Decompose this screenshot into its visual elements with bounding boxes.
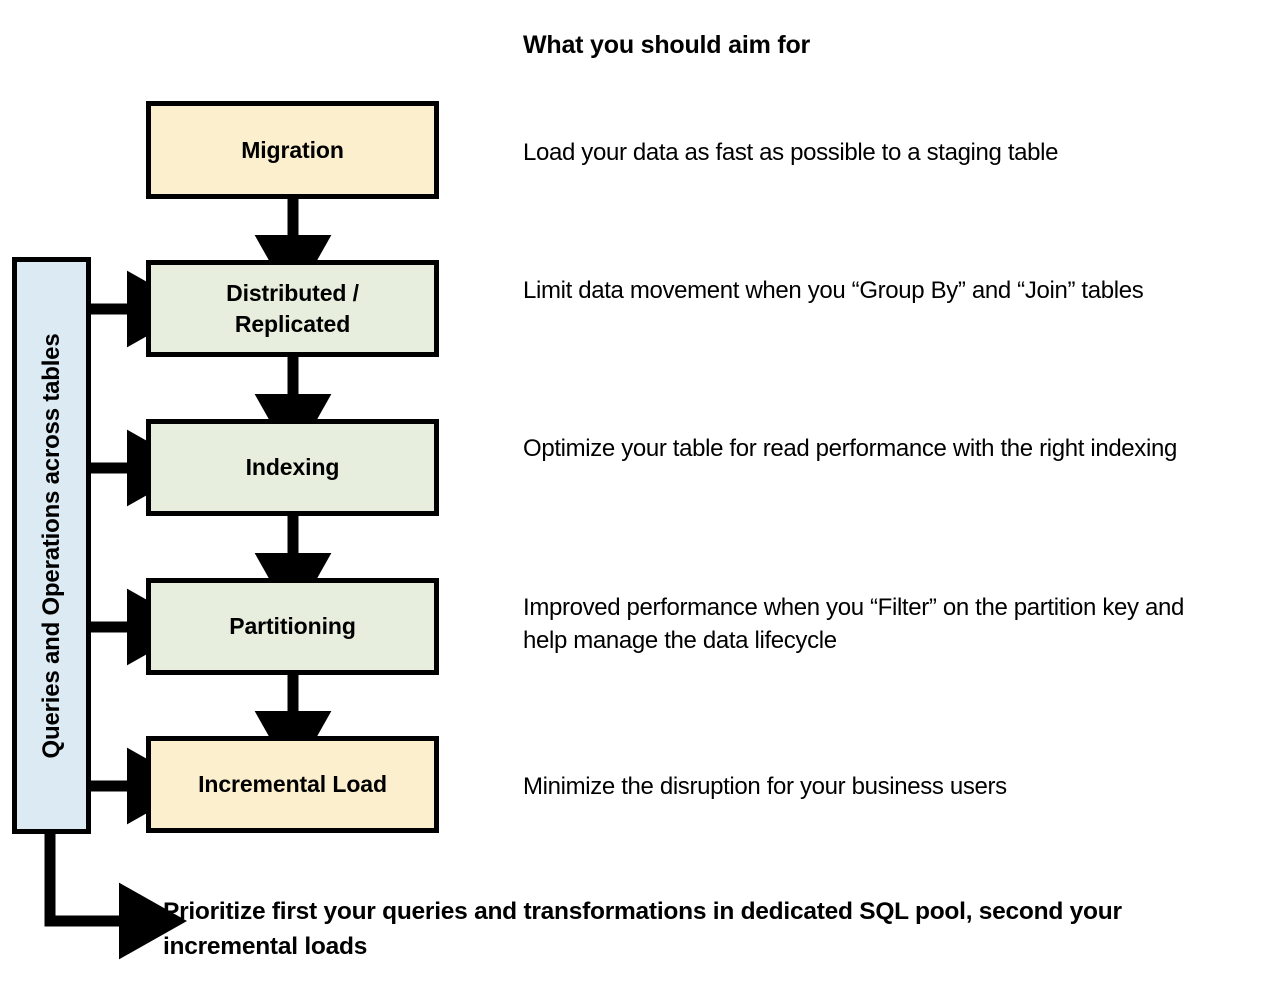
stage-label-indexing: Indexing (245, 454, 340, 481)
stage-label-partitioning: Partitioning (229, 613, 356, 640)
stage-label-distributed-replicated: Distributed / Replicated (226, 280, 359, 337)
stage-box-indexing[interactable]: Indexing (146, 419, 439, 516)
conclusion-text: Prioritize first your queries and transf… (163, 898, 1122, 960)
arrow-sidebar-to-conclusion (44, 830, 187, 960)
stage-box-incremental-load[interactable]: Incremental Load (146, 736, 439, 833)
stage-description-incremental-load: Minimize the disruption for your busines… (523, 773, 1007, 800)
stage-description-partitioning: Improved performance when you “Filter” o… (523, 594, 1184, 655)
stage-box-partitioning[interactable]: Partitioning (146, 578, 439, 675)
stage-label-migration: Migration (241, 136, 344, 163)
stage-box-distributed-replicated[interactable]: Distributed / Replicated (146, 260, 439, 357)
page-title: What you should aim for (523, 31, 811, 59)
stage-description-indexing: Optimize your table for read performance… (523, 435, 1177, 462)
sidebar-label: Queries and Operations across tables (37, 333, 65, 758)
sidebar-queries-operations: Queries and Operations across tables (12, 257, 91, 834)
stage-description-migration: Load your data as fast as possible to a … (523, 139, 1059, 166)
stage-label-incremental-load: Incremental Load (198, 771, 387, 798)
stage-description-distributed-replicated: Limit data movement when you “Group By” … (523, 277, 1144, 304)
stage-box-migration[interactable]: Migration (146, 101, 439, 199)
